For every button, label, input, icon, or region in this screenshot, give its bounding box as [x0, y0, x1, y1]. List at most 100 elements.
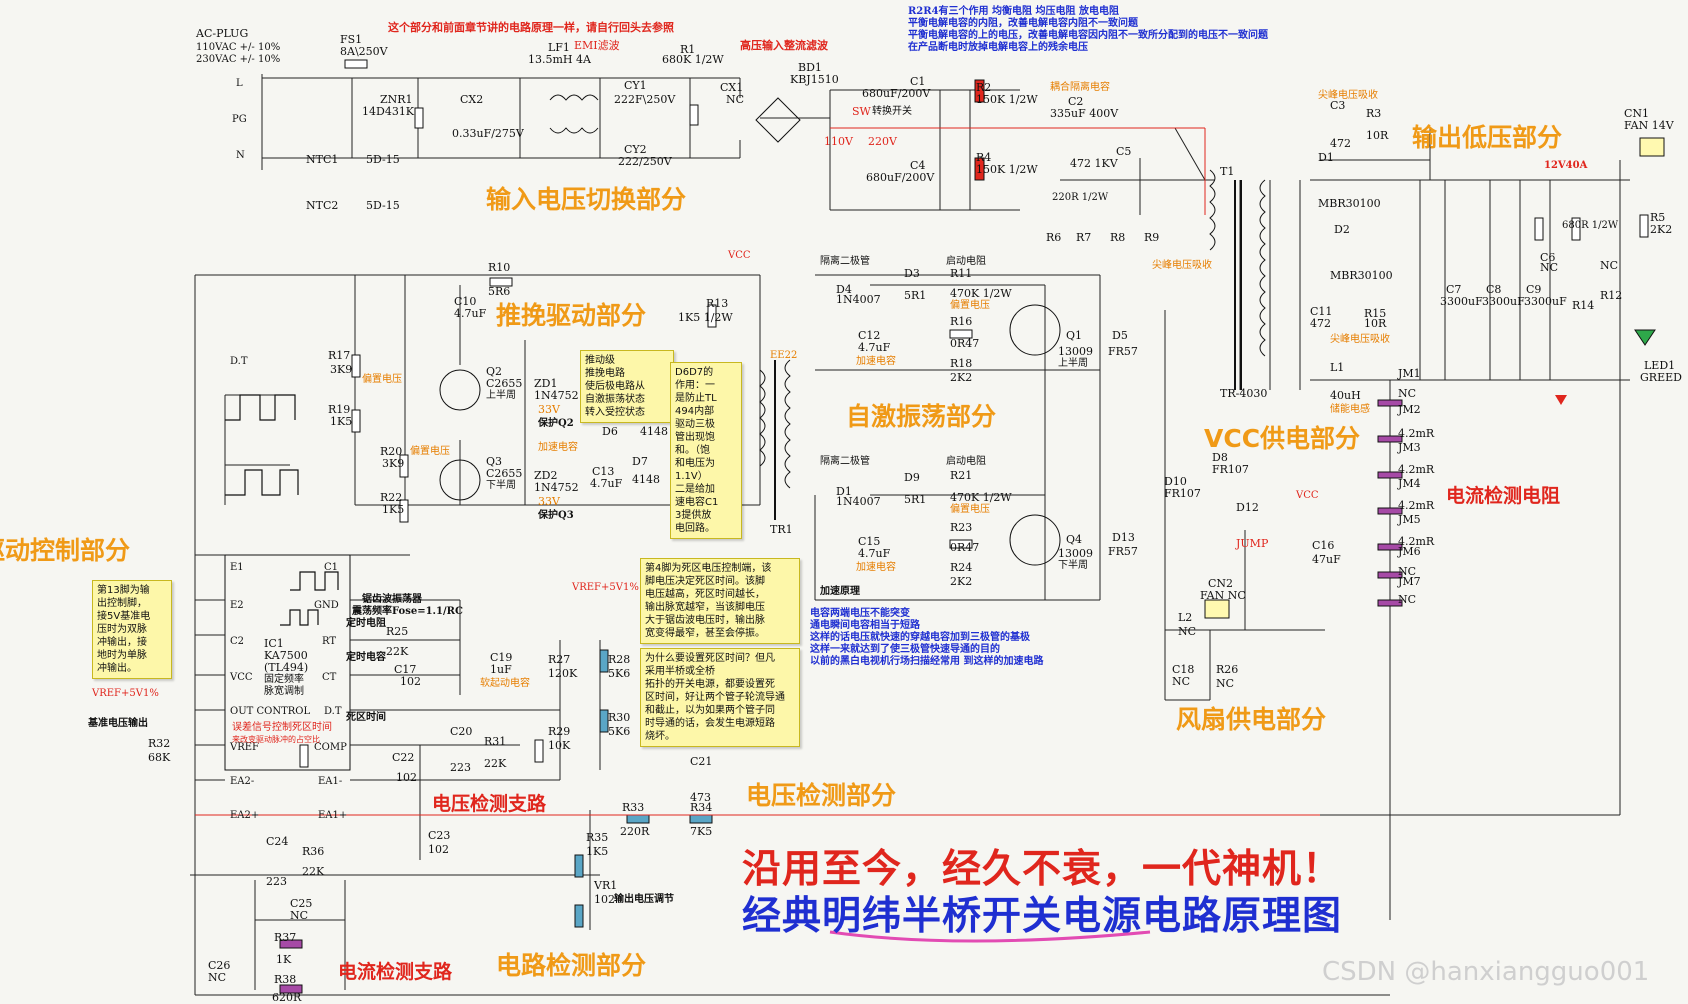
section-vcc-supply: VCC供电部分 — [1204, 424, 1361, 453]
accel-note-2: 通电瞬间电容相当于短路 — [810, 620, 920, 631]
r25-val: 22K — [386, 645, 409, 658]
d4-val: 1N4007 — [836, 293, 881, 306]
r36-ref: R36 — [302, 845, 325, 858]
pin-ct: CT — [322, 672, 337, 683]
c24-val: 223 — [266, 875, 287, 888]
deadzone-label: D.T — [230, 356, 248, 367]
jm4-ref: JM4 — [1398, 477, 1421, 490]
c19-label: 软起动电容 — [480, 678, 530, 689]
r24-val: 2K2 — [950, 575, 973, 588]
r38-ref: R38 — [274, 973, 297, 986]
c2-val: 335uF 400V — [1050, 107, 1119, 120]
note-pin13: 第13脚为输 出控制脚， 接5V基准电 压时为双脉 冲输出，接 地时为单脉 冲输… — [92, 580, 172, 679]
title-line-2: 经典明纬半桥开关电源电路原理图 — [742, 894, 1343, 939]
l2-val: NC — [1178, 625, 1197, 638]
r10-ref: R10 — [488, 261, 511, 274]
d4-iso: 隔离二极管 — [820, 256, 870, 267]
vcc-label-1: VCC — [728, 250, 751, 261]
c8-ref: C8 — [1486, 283, 1502, 296]
hv-rect-label: 高压输入整流滤波 — [740, 39, 828, 52]
r15-ref: R15 — [1364, 307, 1387, 320]
d1b-ref: D1 — [836, 485, 852, 498]
jm3-val: 4.2mR — [1398, 463, 1435, 476]
q1-half: 上半周 — [1058, 358, 1088, 369]
spike-label-3: 尖峰电压吸收 — [1330, 334, 1390, 345]
zd2-volt: 33V — [538, 495, 560, 508]
c15-ref: C15 — [858, 535, 881, 548]
r11-val: 470K 1/2W — [950, 287, 1012, 300]
c13-ref: C13 — [592, 465, 615, 478]
c25-ref: C25 — [290, 897, 313, 910]
q4-half: 下半周 — [1058, 560, 1088, 571]
r13-ref: R13 — [706, 297, 729, 310]
jm2-ref: JM2 — [1398, 403, 1421, 416]
jm2-val: 4.2mR — [1398, 427, 1435, 440]
r33-val: 220R — [620, 825, 650, 838]
d3-ref: D3 — [904, 267, 920, 280]
fs1-val: 8A\250V — [340, 45, 388, 58]
note-pin4: 第4脚为死区电压控制端，该 脚电压决定死区时间。该脚 电压越高，死区时间越长， … — [640, 558, 800, 644]
d5-ref: D5 — [1112, 329, 1128, 342]
q3-ref: Q3 — [486, 455, 503, 468]
c21-val: 473 — [690, 791, 711, 804]
circuit-note: 这个部分和前面章节讲的电路原理一样，请自行回头去参照 — [388, 21, 674, 34]
ref-out-label: 基准电压输出 — [88, 718, 148, 729]
title-line-1: 沿用至今，经久不衰，一代神机！ — [742, 847, 1343, 892]
out-voltage: 12V40A — [1544, 160, 1588, 171]
c9-val: 3300uF — [1524, 295, 1567, 308]
ac-230v-label: 230VAC +/- 10% — [196, 54, 281, 65]
r5-val: 2K2 — [1650, 223, 1673, 236]
accel-note-5: 以前的黑白电视机行场扫描经常用 到这样的加速电路 — [810, 656, 1044, 667]
bias-label-2: 偏置电压 — [410, 446, 450, 457]
section-input-switch: 输入电压切换部分 — [486, 185, 687, 214]
c15-label: 加速电容 — [856, 562, 896, 573]
tr1-label: TR1 — [770, 523, 793, 536]
r4-val: 150K 1/2W — [976, 163, 1038, 176]
c19-val: 1uF — [490, 663, 512, 676]
r37-ref: R37 — [274, 931, 297, 944]
section-volt-detect: 电压检测部分 — [746, 781, 897, 810]
d13-val: FR57 — [1108, 545, 1138, 558]
c9-ref: C9 — [1526, 283, 1542, 296]
bd1-ref: BD1 — [798, 61, 822, 74]
d2-val: MBR30100 — [1330, 269, 1393, 282]
r2r4-note-4: 在产品断电时放掉电解电容上的残余电压 — [908, 42, 1088, 53]
ntc2-ref: NTC2 — [306, 199, 339, 212]
c7-val: 3300uF — [1440, 295, 1483, 308]
bias-label-1: 偏置电压 — [362, 374, 402, 385]
d8-val: FR107 — [1212, 463, 1249, 476]
cn1-ref: CN1 — [1624, 107, 1650, 120]
c12-ref: C12 — [858, 329, 881, 342]
c16-ref: C16 — [1312, 539, 1335, 552]
ee22-label: EE22 — [770, 350, 798, 361]
c15-val: 4.7uF — [858, 547, 891, 560]
pin-l: L — [236, 78, 243, 89]
c20-ref: C20 — [450, 725, 473, 738]
r9-ref: R9 — [1144, 231, 1160, 244]
led1-val: GREED — [1640, 371, 1682, 384]
pin-c1: C1 — [324, 562, 339, 573]
accel-note-3: 这样的话电压就快速的穿越电容加到三极管的基极 — [810, 632, 1030, 643]
cy2-val: 222/250V — [618, 155, 672, 168]
r4-ref: R4 — [976, 151, 992, 164]
r14-ref: R14 — [1572, 299, 1595, 312]
c3-val: 472 — [1330, 137, 1351, 150]
r36-val: 22K — [302, 865, 325, 878]
r22-val: 1K5 — [382, 503, 405, 516]
r31-ref: R31 — [484, 735, 507, 748]
vref-label: VREF+5V1% — [572, 582, 639, 593]
vr1-label: 输出电压调节 — [614, 894, 674, 905]
r21-ref: R21 — [950, 469, 973, 482]
jm6-ref: JM6 — [1398, 545, 1421, 558]
c12-label: 加速电容 — [856, 356, 896, 367]
note-d6d7: D6D7的 作用：一 是防止TL 494内部 驱动三极 管出现饱 和。（饱 和电… — [670, 362, 742, 539]
c21-ref: C21 — [690, 755, 713, 768]
r2r4-note-1: R2R4有三个作用 均衡电阻 均压电阻 放电电阻 — [908, 6, 1119, 17]
c22-ref: C22 — [392, 751, 415, 764]
d1b-val: 1N4007 — [836, 495, 881, 508]
r3-ref: R3 — [1366, 107, 1382, 120]
pin-e2: E2 — [230, 600, 244, 611]
pin-gnd: GND — [314, 600, 339, 611]
c3-ref: C3 — [1330, 99, 1346, 112]
r2r4-note-2: 平衡电解电容的内阻，改善电解电容内阻不一致问题 — [908, 18, 1138, 29]
